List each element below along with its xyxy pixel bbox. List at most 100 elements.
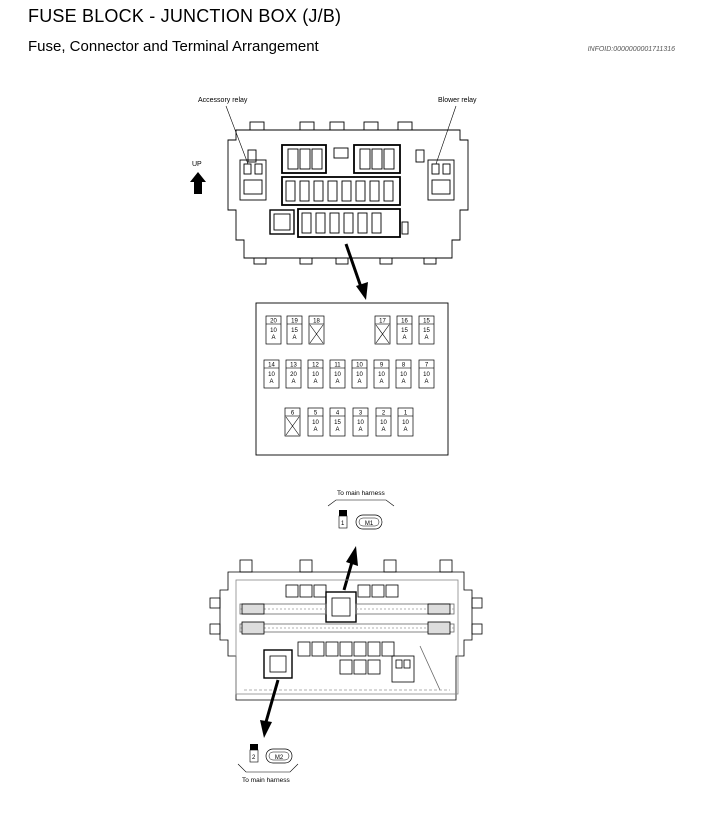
m1-bracket	[327, 499, 395, 507]
m2-pin-number: 2	[252, 755, 256, 761]
spare-slot-icon	[309, 324, 324, 344]
fuse-rating: 10	[312, 420, 319, 426]
jb-rear-view	[209, 559, 483, 701]
fuse-18: 18	[308, 315, 325, 345]
fuse-unit: A	[335, 379, 339, 385]
spare-slot-icon	[375, 324, 390, 344]
fuse-6: 6	[284, 407, 301, 437]
m1-harness-label: To main harness	[337, 490, 385, 497]
fuse-number: 17	[379, 319, 386, 325]
m1-pin-number: 1	[341, 521, 345, 527]
m2-connector-id: M2	[275, 755, 284, 761]
m2-arrow-head-icon	[260, 720, 272, 738]
fuse-unit: A	[313, 379, 317, 385]
m1-arrow-head-icon	[346, 546, 358, 566]
blower-relay-leader	[435, 105, 457, 165]
blower-relay-label: Blower relay	[438, 97, 477, 104]
m2-bracket	[237, 763, 299, 773]
m2-arrow-icon	[264, 679, 280, 723]
fuse-rating: 10	[334, 372, 341, 378]
jb-front-view	[227, 121, 469, 265]
fuse-8: 8 10A	[395, 359, 412, 389]
fuse-number: 20	[270, 319, 277, 325]
fuse-rating: 15	[423, 328, 430, 334]
fuse-rating: 10	[268, 372, 275, 378]
fuse-panel-frame	[255, 302, 449, 456]
fuse-unit: A	[291, 379, 295, 385]
fuse-rating: 10	[378, 372, 385, 378]
fuse-unit: A	[424, 379, 428, 385]
fuse-unit: A	[292, 335, 296, 341]
fuse-number: 6	[291, 411, 295, 417]
fuse-unit: A	[401, 379, 405, 385]
m2-harness-label: To main harness	[242, 777, 290, 784]
fuse-number: 1	[404, 411, 408, 417]
fuse-rating: 10	[400, 372, 407, 378]
up-label: UP	[192, 161, 202, 168]
fuse-number: 12	[312, 363, 319, 369]
fuse-number: 2	[382, 411, 386, 417]
info-id: INFOID:0000000001711316	[587, 46, 675, 53]
fuse-unit: A	[424, 335, 428, 341]
fuse-rating: 15	[334, 420, 341, 426]
fuse-rating: 10	[270, 328, 277, 334]
fuse-number: 14	[268, 363, 275, 369]
fuse-unit: A	[271, 335, 275, 341]
fuse-rating: 10	[357, 420, 364, 426]
m1-arrow-icon	[342, 561, 354, 591]
fuse-unit: A	[403, 427, 407, 433]
accessory-relay	[239, 159, 267, 201]
fuse-unit: A	[313, 427, 317, 433]
fuse-unit: A	[335, 427, 339, 433]
accessory-relay-label: Accessory relay	[198, 97, 248, 104]
fuse-rating: 15	[401, 328, 408, 334]
fuse-number: 4	[336, 411, 340, 417]
fuse-13: 13 20A	[285, 359, 302, 389]
m1-pin-box	[338, 515, 348, 529]
fuse-unit: A	[381, 427, 385, 433]
m2-pin-marker	[250, 744, 258, 750]
fuse-unit: A	[402, 335, 406, 341]
fuse-number: 15	[423, 319, 430, 325]
fuse-number: 13	[290, 363, 297, 369]
fuse-unit: A	[269, 379, 273, 385]
fuse-rating: 20	[290, 372, 297, 378]
fuse-rating: 10	[423, 372, 430, 378]
detail-arrow-head-icon	[356, 282, 368, 300]
fuse-number: 11	[334, 363, 341, 369]
fuse-number: 5	[314, 411, 318, 417]
fuse-3: 3 10A	[352, 407, 369, 437]
m1-connector-id: M1	[365, 521, 374, 527]
page-title: FUSE BLOCK - JUNCTION BOX (J/B)	[28, 6, 342, 26]
accessory-relay-leader	[225, 105, 249, 165]
fuse-unit: A	[357, 379, 361, 385]
m1-pin-marker	[339, 510, 347, 516]
fuse-unit: A	[358, 427, 362, 433]
fuse-20: 20 10A	[265, 315, 282, 345]
fuse-5: 5 10A	[307, 407, 324, 437]
fuse-number: 3	[359, 411, 363, 417]
fuse-number: 19	[291, 319, 298, 325]
fuse-number: 7	[425, 363, 429, 369]
fuse-17: 17	[374, 315, 391, 345]
fuse-rating: 10	[380, 420, 387, 426]
fuse-2: 2 10A	[375, 407, 392, 437]
fuse-7: 7 10A	[418, 359, 435, 389]
blower-relay	[427, 159, 455, 201]
m1-connector-badge	[355, 514, 383, 530]
page-subtitle: Fuse, Connector and Terminal Arrangement	[28, 38, 319, 55]
fuse-number: 18	[313, 319, 320, 325]
fuse-rating: 15	[291, 328, 298, 334]
fuse-number: 8	[402, 363, 406, 369]
fuse-number: 10	[356, 363, 363, 369]
fuse-19: 19 15A	[286, 315, 303, 345]
detail-arrow-icon	[344, 243, 364, 291]
fuse-11: 11 10A	[329, 359, 346, 389]
